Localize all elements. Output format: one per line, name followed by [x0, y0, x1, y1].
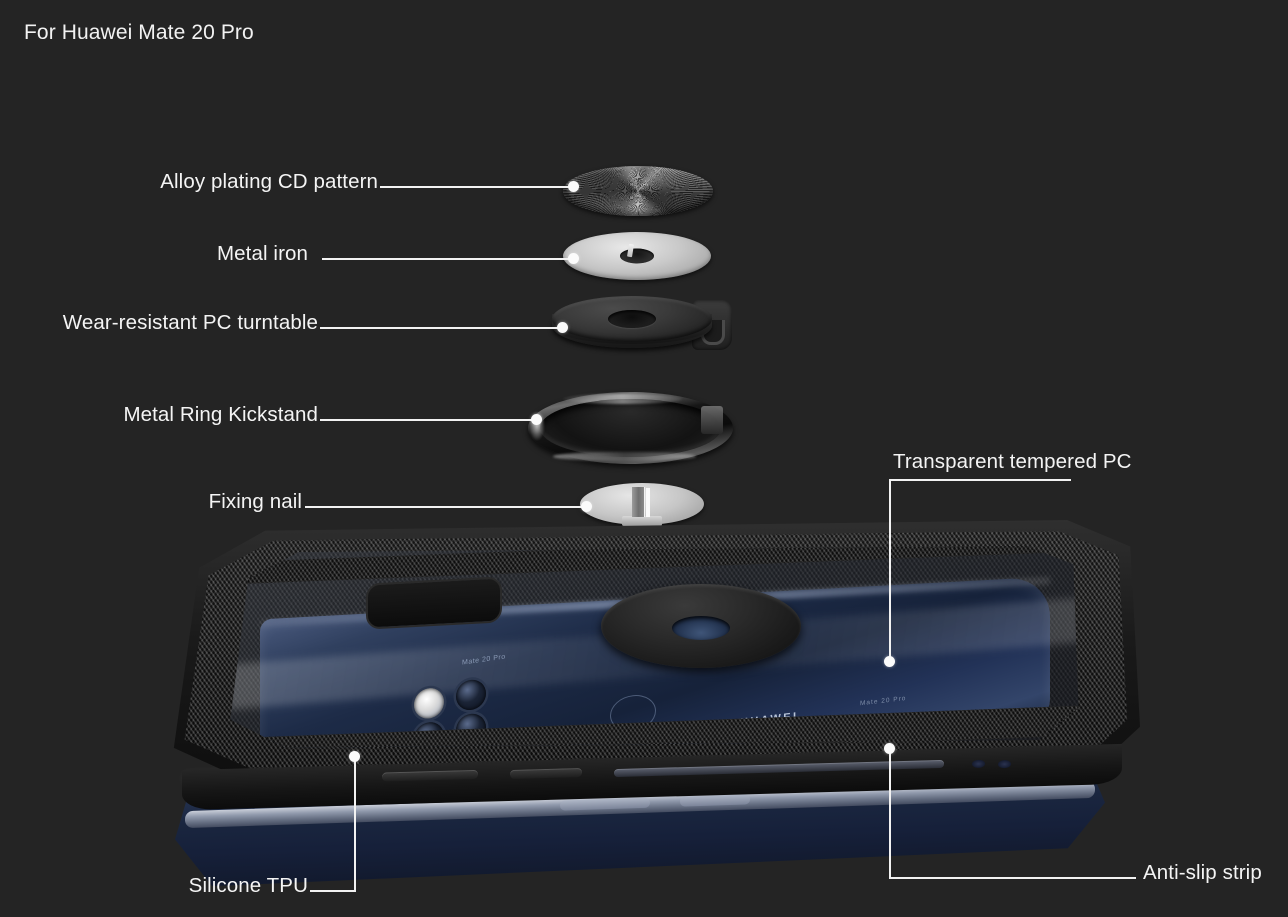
speaker-hole-1	[972, 759, 985, 769]
fixing-nail-foot	[622, 516, 662, 526]
camera-lens-2	[456, 678, 486, 711]
callout-leader-metal-ring-kickstand	[320, 419, 536, 421]
pc-turntable-part	[552, 292, 737, 364]
turntable-top-face	[552, 296, 712, 342]
camera-flash	[414, 687, 444, 720]
alloy-plating-cd-pattern-part	[563, 166, 713, 216]
callout-dot-metal-iron	[568, 253, 579, 264]
callout-label-wear-resistant-pc-turntable: Wear-resistant PC turntable	[62, 311, 318, 334]
callout-dot-silicone-tpu	[349, 751, 360, 762]
callout-dot-wear-resistant-pc-turntable	[557, 322, 568, 333]
ring-notch	[701, 406, 723, 434]
callout-label-transparent-tempered-pc: Transparent tempered PC	[893, 450, 1132, 473]
callout-leader-anti-slip-strip-v	[889, 748, 891, 878]
callout-leader-silicone-tpu-h	[310, 890, 356, 892]
callout-leader-fixing-nail	[305, 506, 586, 508]
case-button-cutout-2	[510, 767, 582, 779]
case-transparent-pc-window: Mate 20 Pro HUAWEI Mate 20 Pro	[226, 546, 1082, 748]
callout-label-alloy-plating-cd-pattern: Alloy plating CD pattern	[160, 170, 378, 193]
callout-dot-alloy-plating-cd-pattern	[568, 181, 579, 192]
case-anti-slip-strip	[614, 759, 944, 778]
callout-label-metal-ring-kickstand: Metal Ring Kickstand	[123, 403, 318, 426]
callout-leader-transparent-tempered-pc-v	[889, 479, 891, 660]
callout-leader-alloy-plating-cd-pattern	[380, 186, 573, 188]
case-button-cutout-1	[382, 769, 478, 782]
fixing-nail-part	[580, 483, 704, 531]
metal-iron-part	[563, 232, 711, 280]
callout-dot-anti-slip-strip	[884, 743, 895, 754]
callout-leader-metal-iron	[322, 258, 573, 260]
fixing-nail-fin	[632, 487, 644, 517]
speaker-hole-2	[998, 759, 1011, 769]
callout-label-silicone-tpu: Silicone TPU	[188, 874, 308, 897]
callout-dot-metal-ring-kickstand	[531, 414, 542, 425]
case-carbon-strip-top	[226, 546, 1082, 584]
callout-leader-silicone-tpu-v	[354, 759, 356, 891]
leica-label: Mate 20 Pro	[462, 653, 506, 667]
huawei-sub-label: Mate 20 Pro	[860, 695, 907, 708]
callout-label-fixing-nail: Fixing nail	[208, 490, 302, 513]
callout-leader-transparent-tempered-pc-h	[889, 479, 1071, 481]
callout-dot-fixing-nail	[581, 501, 592, 512]
callout-leader-anti-slip-strip-h	[889, 877, 1136, 879]
fixing-nail-fin-highlight	[646, 488, 650, 517]
callout-leader-wear-resistant-pc-turntable	[320, 327, 562, 329]
case-camera-cutout	[366, 576, 502, 629]
ring-body	[528, 392, 733, 464]
callout-dot-transparent-tempered-pc	[884, 656, 895, 667]
metal-iron-hole	[620, 248, 654, 264]
page-title: For Huawei Mate 20 Pro	[24, 21, 254, 44]
ring-highlight-top	[562, 394, 682, 404]
assembled-ring-mount	[601, 584, 801, 668]
ring-mount-center-hole	[672, 616, 730, 640]
turntable-center-recess	[608, 310, 656, 328]
callout-label-metal-iron: Metal iron	[216, 242, 308, 265]
metal-ring-kickstand-part	[528, 392, 733, 464]
ring-highlight-bottom	[552, 452, 697, 461]
phone-case-assembly: Mate 20 Pro HUAWEI Mate 20 Pro	[168, 520, 1140, 811]
callout-label-anti-slip-strip: Anti-slip strip	[1143, 861, 1262, 884]
